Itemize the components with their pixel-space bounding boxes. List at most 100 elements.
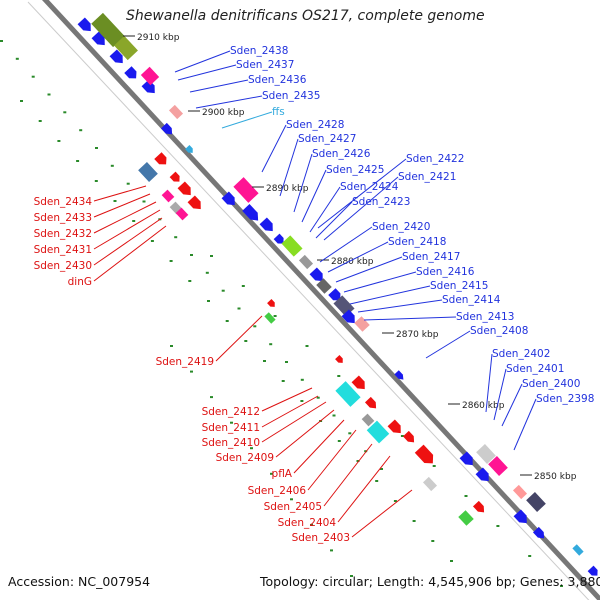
gc-dot — [310, 523, 313, 526]
forward-gene-29 — [512, 484, 528, 500]
gc-dot — [15, 57, 19, 60]
reverse-label-leader — [275, 409, 335, 458]
gc-dot — [250, 447, 253, 450]
gc-dot — [241, 285, 245, 287]
gc-dot — [560, 585, 563, 587]
gc-dot — [300, 400, 304, 402]
reverse-label-leader — [93, 209, 161, 250]
forward-gene-18 — [309, 267, 323, 282]
reverse-gene-17 — [402, 430, 415, 443]
reverse-gene-label: Sden_2403 — [292, 532, 350, 544]
forward-gene-1-shape — [91, 31, 105, 46]
forward-gene-6 — [114, 35, 138, 61]
forward-gene-26 — [476, 444, 496, 464]
forward-gene-26-shape — [476, 444, 496, 464]
gc-dot — [263, 360, 266, 362]
forward-gene-2-shape — [109, 49, 123, 64]
gc-dot — [190, 254, 193, 256]
gc-dot — [431, 540, 435, 542]
reverse-gene-12-shape — [351, 375, 365, 390]
gc-dot — [305, 345, 309, 347]
gc-dot — [316, 396, 320, 399]
gc-dot — [38, 120, 42, 122]
forward-gene-33-shape — [572, 544, 584, 556]
forward-gene-5-shape — [91, 12, 125, 48]
forward-gene-23-shape — [354, 316, 370, 332]
forward-label-leader — [319, 226, 373, 263]
gc-dot — [210, 396, 213, 399]
tick-label: 2880 kbp — [331, 257, 374, 267]
gc-dot — [300, 378, 304, 381]
gc-dot — [221, 289, 225, 292]
reverse-gene-0-shape — [154, 152, 167, 165]
forward-label-leader — [343, 271, 417, 293]
forward-label-leader — [327, 241, 389, 273]
gc-dot — [337, 440, 341, 442]
reverse-label-leader — [93, 201, 157, 234]
forward-gene-32 — [532, 526, 545, 539]
forward-gene-34 — [587, 565, 598, 576]
forward-gene-31-shape — [513, 509, 527, 524]
gc-dot — [190, 370, 193, 373]
reverse-gene-19-shape — [422, 476, 438, 492]
reverse-gene-19 — [422, 476, 438, 492]
gc-dot — [188, 280, 192, 282]
forward-gene-label: Sden_2420 — [372, 221, 430, 233]
forward-label-leader — [315, 201, 353, 239]
forward-gene-label: Sden_2425 — [326, 164, 384, 176]
genome-backbone — [41, 0, 600, 600]
gc-dot — [332, 414, 336, 417]
reverse-gene-0 — [154, 152, 167, 165]
reverse-gene-1 — [138, 162, 158, 182]
gc-dot — [63, 111, 67, 114]
tick-label: 2910 kbp — [137, 33, 180, 43]
gc-dot — [400, 435, 404, 437]
forward-gene-12-shape — [233, 177, 259, 203]
gc-dot — [225, 320, 229, 322]
forward-gene-15 — [273, 233, 284, 244]
reverse-gene-10-shape — [335, 355, 343, 363]
forward-label-leader — [177, 64, 237, 81]
reverse-gene-18-shape — [414, 444, 434, 464]
forward-gene-0 — [77, 17, 91, 32]
forward-gene-17 — [298, 254, 314, 270]
reverse-gene-15 — [361, 413, 375, 427]
forward-gene-1 — [91, 31, 105, 46]
gc-dot — [169, 260, 173, 262]
forward-gene-16-shape — [281, 235, 303, 257]
gc-dot — [79, 129, 83, 132]
gc-dot — [393, 500, 397, 502]
forward-label-leader — [323, 176, 399, 241]
forward-label-leader — [349, 285, 431, 305]
reverse-gene-1-shape — [138, 162, 158, 182]
forward-gene-9-shape — [160, 122, 173, 135]
forward-label-leader — [513, 398, 537, 451]
forward-label-leader — [363, 316, 457, 321]
forward-gene-31 — [513, 509, 527, 524]
forward-gene-18-shape — [309, 267, 323, 282]
gc-dot — [350, 575, 353, 577]
forward-gene-3 — [124, 66, 137, 79]
tick-label: 2900 kbp — [202, 108, 245, 118]
forward-gene-label: Sden_2422 — [406, 153, 464, 165]
gc-dot — [356, 460, 360, 462]
tick-label: 2890 kbp — [266, 184, 309, 194]
gc-dot — [126, 182, 130, 185]
gc-dot — [380, 468, 383, 470]
gc-dot — [142, 200, 146, 203]
gc-dot — [464, 495, 468, 497]
reverse-gene-20-shape — [458, 510, 474, 526]
forward-label-leader — [261, 124, 287, 173]
forward-label-leader — [195, 95, 263, 109]
forward-gene-label: Sden_2401 — [506, 363, 564, 375]
forward-label-leader — [301, 169, 327, 223]
forward-gene-0-shape — [77, 17, 91, 32]
reverse-gene-11-shape — [335, 381, 361, 407]
gc-dot — [113, 200, 117, 202]
reverse-gene-4-shape — [187, 195, 201, 210]
reverse-gene-20 — [458, 510, 474, 526]
forward-gene-14 — [259, 217, 273, 232]
forward-gene-label: Sden_2428 — [286, 119, 344, 131]
reverse-gene-16 — [387, 419, 401, 434]
